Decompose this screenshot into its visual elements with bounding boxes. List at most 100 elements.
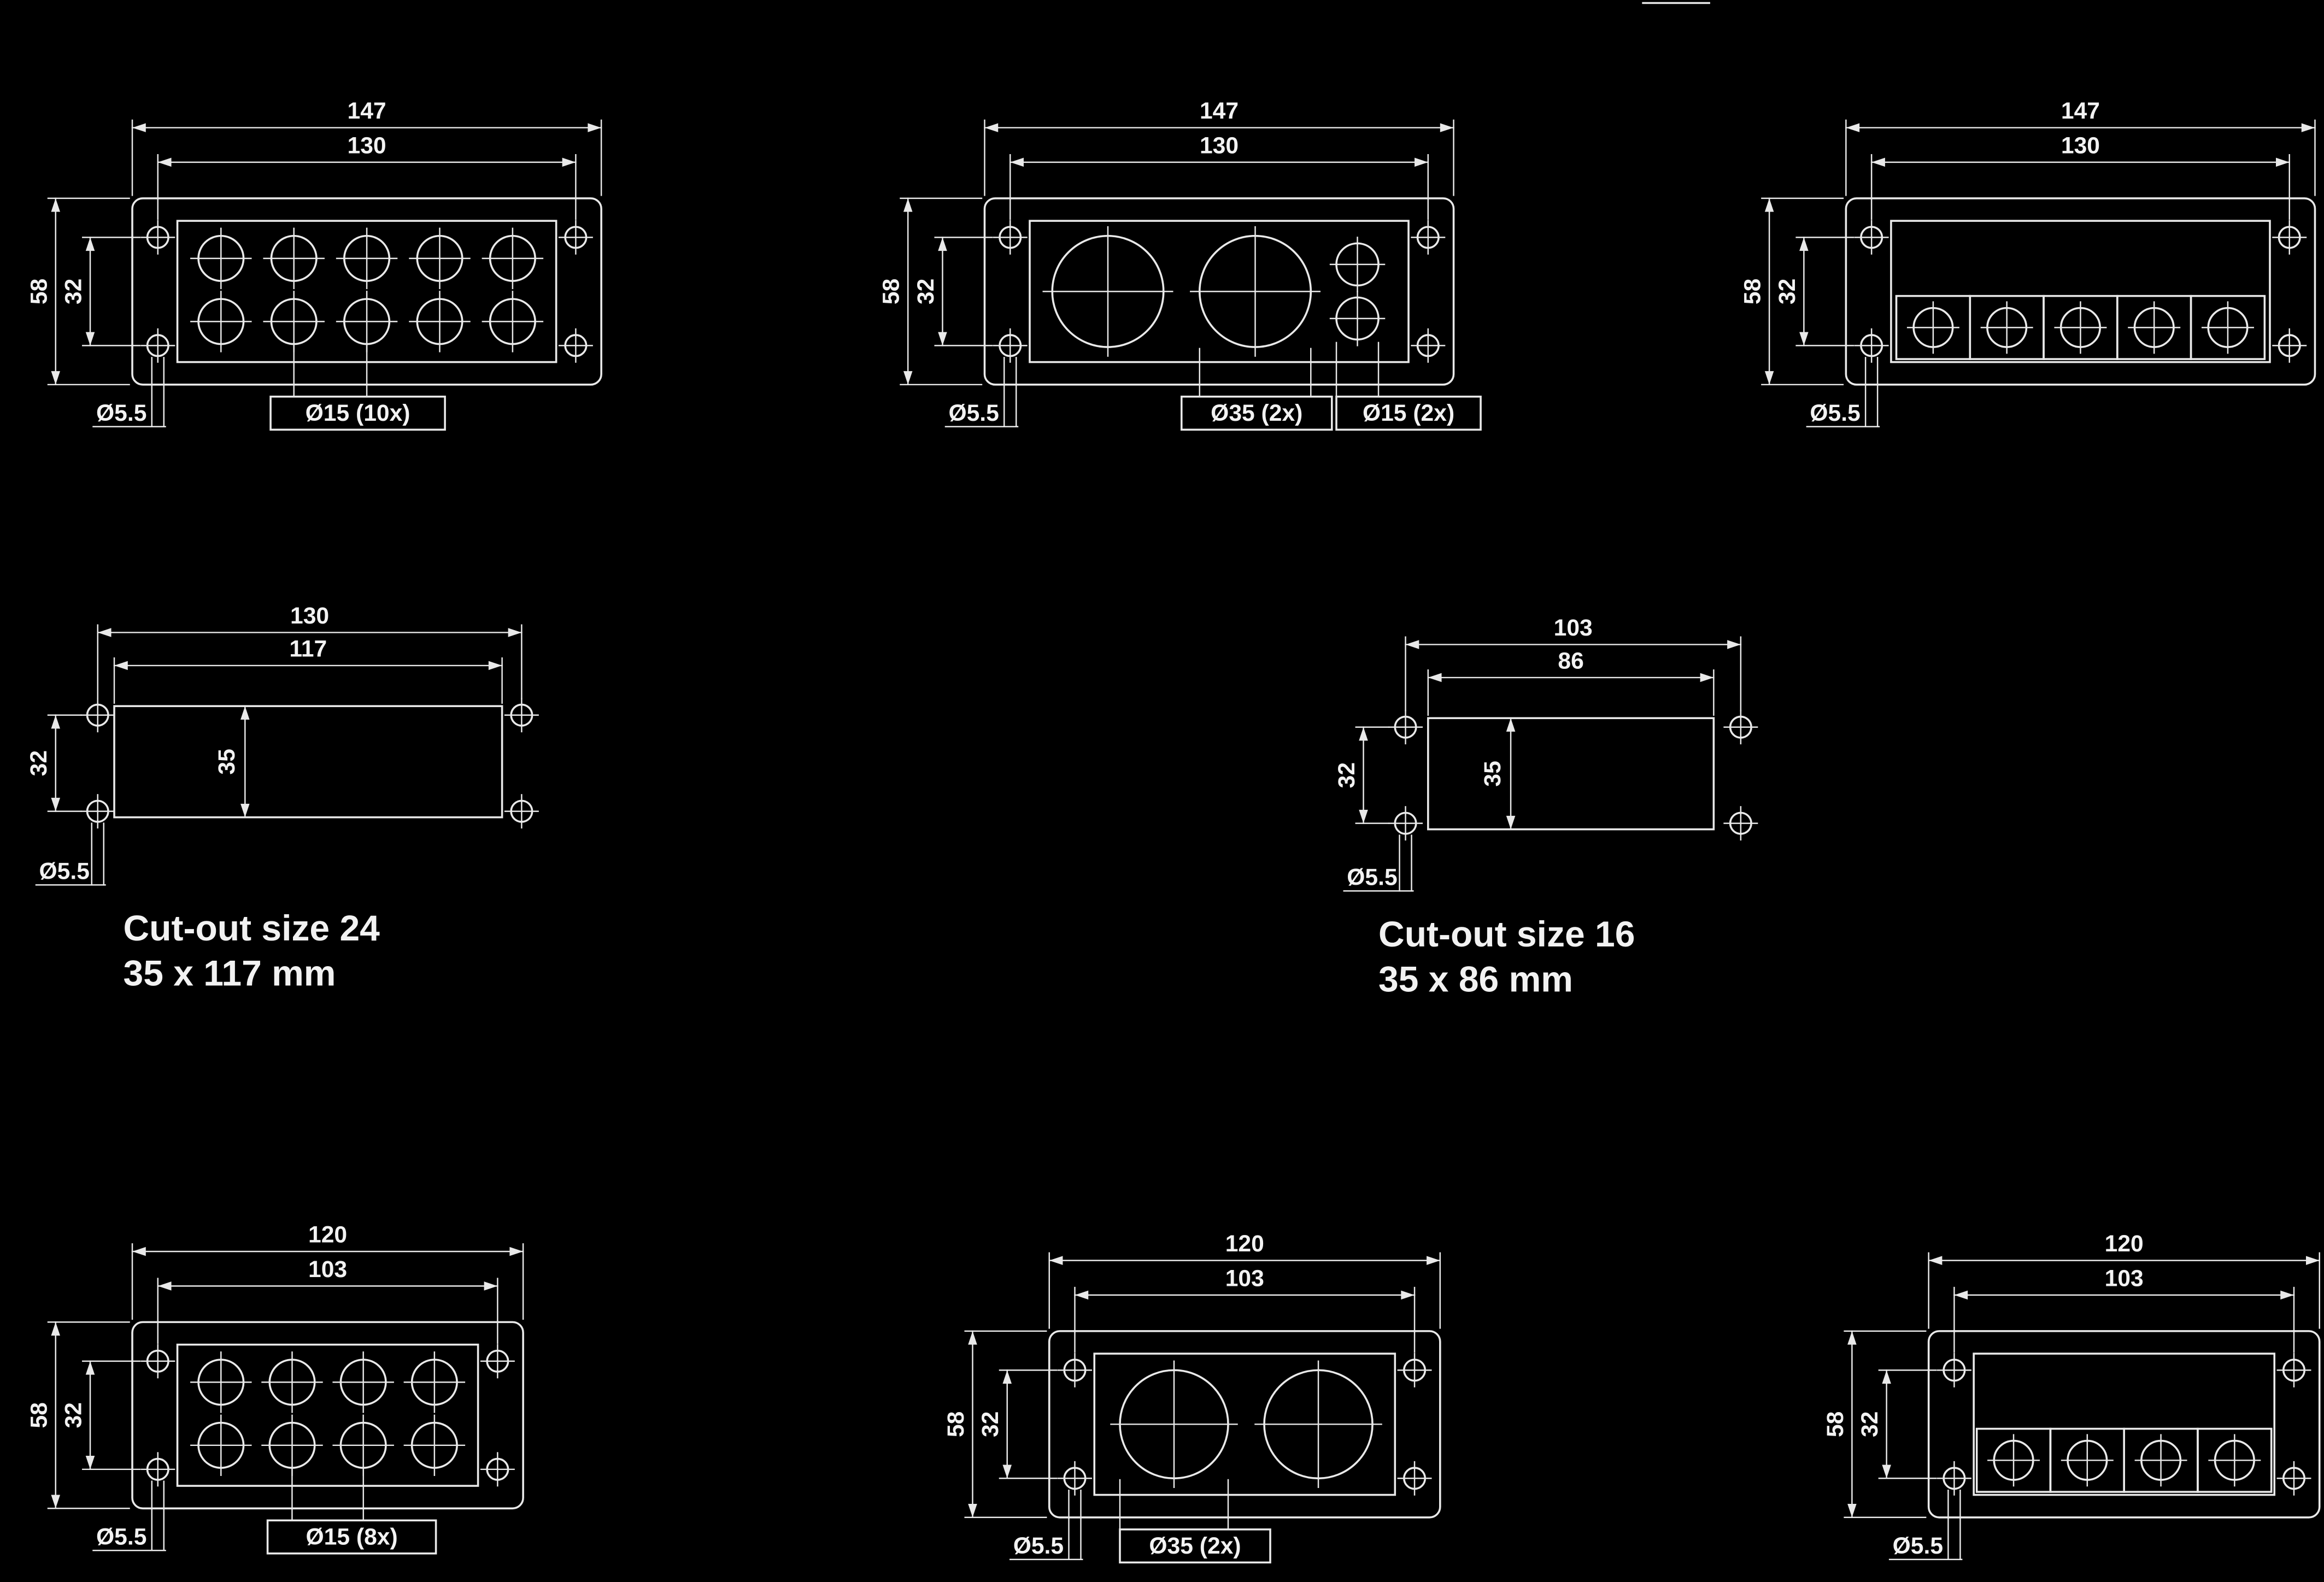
dim-arrow [1075, 1290, 1089, 1300]
dim-height-inner: 35 [214, 749, 240, 774]
dim-arrow [1871, 157, 1885, 167]
dim-arrow [1506, 718, 1516, 732]
dim-arrow [157, 157, 172, 167]
dim-height-inner: 35 [1480, 761, 1506, 786]
dim-arrow [132, 1246, 146, 1256]
dim-arrow [51, 715, 61, 729]
corner-hole-label: Ø5.5 [1810, 400, 1860, 426]
outline-rect [176, 1343, 479, 1487]
large-holes-label: Ø35 (2x) [1211, 400, 1302, 426]
dim-arrow [51, 198, 61, 212]
dim-arrow [562, 157, 576, 167]
corner-hole-label: Ø5.5 [1013, 1533, 1064, 1559]
outline-rect [1845, 197, 2316, 386]
dim-arrow [1415, 157, 1428, 167]
dim-arrow [2301, 123, 2315, 132]
dim-arrow [1799, 332, 1809, 346]
dim-arrow [2275, 157, 2290, 167]
dim-arrow [1405, 640, 1419, 649]
dim-height-outer: 58 [1740, 279, 1766, 304]
dim-arrow [2280, 1290, 2294, 1300]
outline-rect [2197, 1427, 2273, 1493]
dim-arrow [508, 628, 522, 637]
dim-arrow [938, 237, 947, 251]
dim-arrow [85, 332, 95, 346]
dim-height-outer: 58 [26, 279, 52, 304]
dim-height-inner: 32 [1857, 1412, 1883, 1437]
dim-arrow [240, 803, 250, 818]
dim-width-inner: 130 [1200, 132, 1239, 158]
dim-width-outer: 147 [1200, 98, 1239, 124]
dim-arrow [588, 123, 602, 132]
outline-rect [1048, 1330, 1441, 1519]
dim-arrow [2305, 1256, 2320, 1265]
dim-width-inner: 103 [1225, 1265, 1264, 1291]
dim-arrow [85, 237, 95, 251]
outline-rect [1119, 1528, 1271, 1564]
outline-rect [113, 705, 503, 819]
dim-arrow [1428, 673, 1442, 683]
dim-height-outer: 58 [26, 1402, 52, 1428]
dim-arrow [1954, 1290, 1968, 1300]
cutout-subtitle: 35 x 86 mm [1378, 959, 1573, 999]
dim-arrow [1002, 1465, 1012, 1479]
dim-arrow [1010, 157, 1024, 167]
dim-width-inner: 103 [2105, 1265, 2144, 1291]
dim-arrow [1359, 727, 1368, 741]
dim-height-outer: 58 [1822, 1412, 1848, 1437]
corner-hole-label: Ø5.5 [96, 400, 146, 426]
dim-arrow [51, 1495, 61, 1509]
outline-rect [1180, 396, 1333, 431]
dim-arrow [488, 661, 502, 671]
dim-width-inner: 103 [308, 1256, 347, 1283]
dim-height-outer: 32 [1334, 762, 1360, 788]
corner-hole-label: Ø5.5 [96, 1524, 146, 1550]
dim-arrow [51, 797, 61, 811]
dim-arrow [938, 332, 947, 346]
corner-hole-label: Ø5.5 [1347, 864, 1397, 890]
outline-rect [1927, 1330, 2321, 1519]
corner-hole-label: Ø5.5 [1893, 1533, 1943, 1559]
dim-arrow [157, 1281, 172, 1291]
dim-width-outer: 120 [2105, 1231, 2144, 1257]
dim-arrow [903, 198, 913, 212]
dim-width-outer: 147 [2061, 98, 2100, 124]
outline-rect [1093, 1352, 1396, 1496]
dim-arrow [240, 706, 250, 720]
small-holes-label: Ø15 (2x) [1363, 400, 1454, 426]
dim-arrow [968, 1331, 977, 1345]
outline-rect [131, 1321, 524, 1510]
dim-arrow [51, 371, 61, 385]
dim-arrow [1882, 1370, 1891, 1384]
dim-arrow [1401, 1290, 1415, 1300]
cutout-title: Cut-out size 16 [1378, 914, 1635, 954]
dim-width-inner: 130 [348, 132, 386, 158]
dim-arrow [1359, 809, 1368, 824]
dim-arrow [97, 628, 111, 637]
outline-rect [2190, 295, 2266, 360]
outline-rect [1427, 717, 1715, 831]
dim-width-outer: 120 [1225, 1231, 1264, 1257]
cutout-subtitle: 35 x 117 mm [124, 953, 336, 993]
dim-arrow [132, 123, 146, 132]
dim-height-inner: 32 [913, 279, 939, 304]
dim-arrow [509, 1246, 524, 1256]
dim-arrow [1847, 1331, 1857, 1345]
dim-width-inner: 130 [2061, 132, 2100, 158]
dim-arrow [968, 1504, 977, 1518]
outline-rect [269, 396, 446, 431]
dim-arrow [1764, 198, 1774, 212]
outline-rect [1890, 220, 2271, 363]
dim-arrow [1727, 640, 1741, 649]
dim-height-inner: 32 [977, 1412, 1003, 1437]
dim-arrow [984, 123, 999, 132]
dim-width-outer: 120 [308, 1222, 347, 1248]
